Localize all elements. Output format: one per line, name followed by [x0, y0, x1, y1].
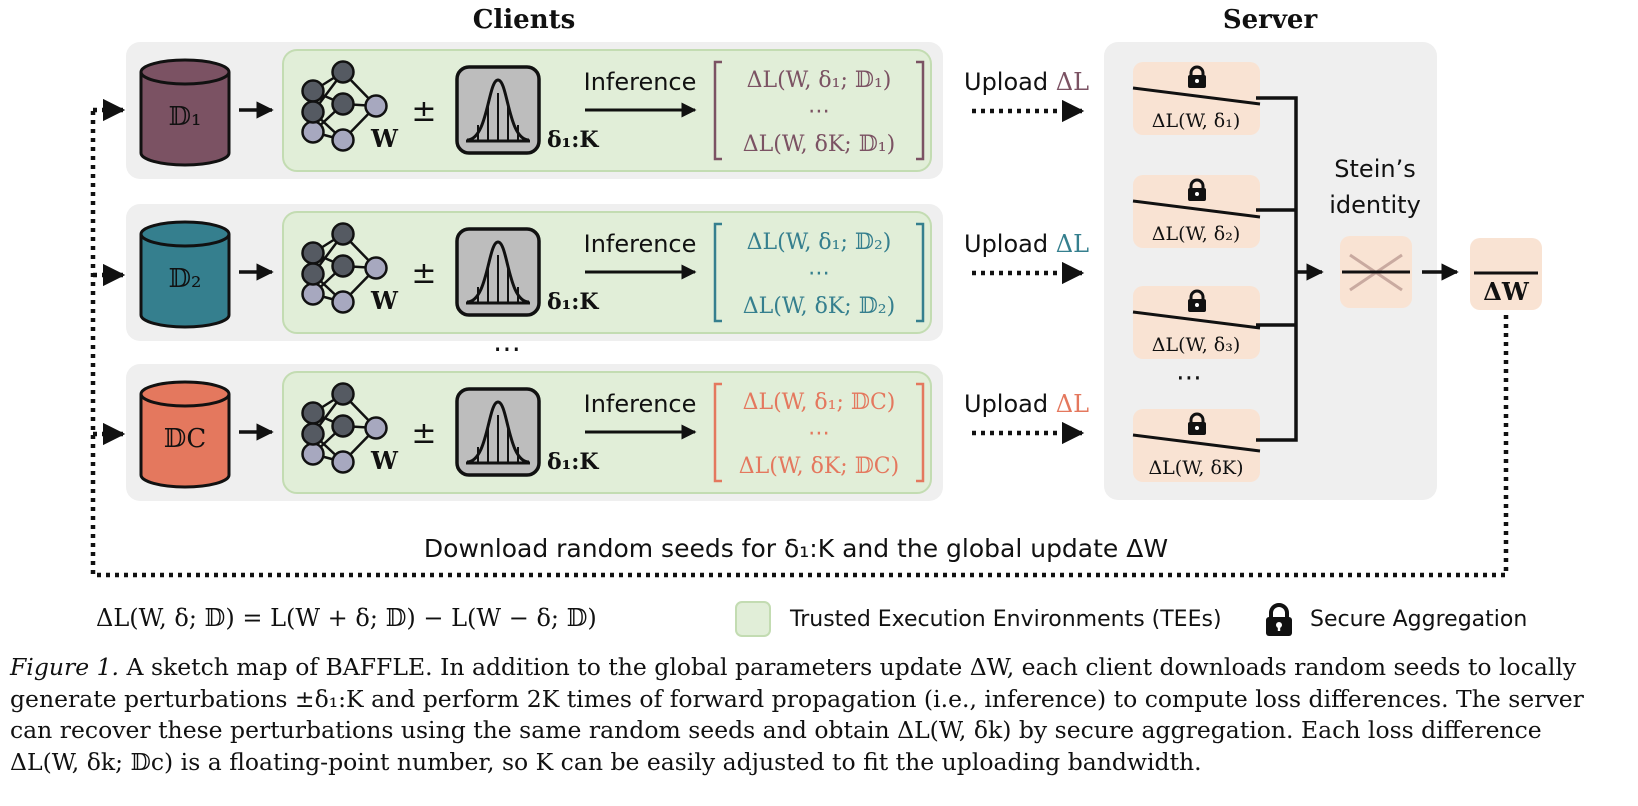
clients-header: Clients	[473, 5, 576, 35]
server-header: Server	[1223, 5, 1318, 35]
weight-label: W	[370, 446, 399, 475]
download-label: Download random seeds for δ₁:K and the g…	[424, 534, 1168, 563]
aggregate-label: ΔL(W, δ₂)	[1152, 223, 1241, 245]
perturbation-label: δ₁:K	[547, 127, 599, 153]
figure-caption: Figure 1. A sketch map of BAFFLE. In add…	[10, 652, 1630, 778]
legend-lock-label: Secure Aggregation	[1310, 607, 1527, 632]
inference-label: Inference	[584, 68, 697, 96]
vector-entry-last: ΔL(W, δK; 𝔻₁)	[743, 132, 895, 157]
upload-label: Upload ΔL	[964, 390, 1089, 418]
plus-minus-sign: ±	[411, 94, 436, 129]
vector-entry-last: ΔL(W, δK; 𝔻₂)	[743, 294, 895, 319]
aggregate-box: ΔL(W, δ₃)	[1132, 286, 1261, 359]
inference-label: Inference	[584, 390, 697, 418]
plus-minus-sign: ±	[411, 256, 436, 291]
vector-ellipsis: ⋯	[808, 99, 830, 124]
caption-line-2: generate perturbations ±δ₁:K and perform…	[10, 684, 1584, 713]
vector-bracket-left	[713, 382, 722, 483]
stein-label: Stein’s	[1334, 155, 1415, 183]
plus-minus-sign: ±	[411, 416, 436, 451]
stein-label-line2: identity	[1329, 191, 1421, 219]
vector-bracket-right	[916, 222, 925, 323]
aggregate-box: ΔL(W, δ₂)	[1132, 175, 1261, 248]
weight-label: W	[370, 286, 399, 315]
client-row: 𝔻₁ W ± δ₁:K Inference ΔL(W, δ₁; 𝔻₁) ⋯ ΔL(W, δK;…	[126, 42, 1089, 179]
weight-label: W	[370, 124, 399, 153]
lock-icon	[1188, 65, 1206, 88]
gaussian-distribution-icon	[455, 387, 541, 477]
caption-line-1: Figure 1. A sketch map of BAFFLE. In add…	[10, 652, 1630, 684]
database-label: 𝔻C	[164, 424, 206, 454]
server-ellipsis: ⋯	[1176, 363, 1202, 393]
vector-entry-first: ΔL(W, δ₁; 𝔻C)	[743, 390, 896, 415]
caption-line-3: can recover these perturbations using th…	[10, 716, 1542, 744]
download-loop	[90, 110, 1509, 578]
server-aggregates: ΔL(W, δ₁) ΔL(W, δ₂) ΔL(W, δ₃) ΔL(W, δK)	[1132, 62, 1261, 482]
database-label: 𝔻₂	[169, 264, 202, 294]
client-row: 𝔻₂ W ± δ₁:K Inference ΔL(W, δ₁; 𝔻₂) ⋯ ΔL(W, δK;…	[126, 204, 1089, 341]
vector-ellipsis: ⋯	[808, 421, 830, 446]
vector-ellipsis: ⋯	[808, 261, 830, 286]
legend-tee-swatch	[735, 601, 771, 637]
client-rows: 𝔻₁ W ± δ₁:K Inference ΔL(W, δ₁; 𝔻₁) ⋯ ΔL(W, δK;…	[126, 42, 1089, 501]
aggregate-box: ΔL(W, δ₁)	[1132, 62, 1261, 135]
vector-entry-first: ΔL(W, δ₁; 𝔻₁)	[747, 68, 892, 93]
lock-icon	[1266, 603, 1292, 636]
database-icon	[139, 220, 231, 329]
caption-label: Figure 1.	[10, 653, 120, 681]
vector-entry-last: ΔL(W, δK; 𝔻C)	[739, 454, 899, 479]
database-icon	[139, 58, 231, 167]
perturbation-label: δ₁:K	[547, 449, 599, 475]
upload-label: Upload ΔL	[964, 230, 1089, 258]
aggregate-label: ΔL(W, δ₃)	[1152, 334, 1241, 356]
vector-bracket-left	[713, 60, 722, 161]
legend-tee-label: Trusted Execution Environments (TEEs)	[789, 607, 1222, 632]
neural-network-icon	[301, 60, 388, 152]
vector-bracket-right	[916, 382, 925, 483]
caption-text-1: A sketch map of BAFFLE. In addition to t…	[126, 653, 1577, 681]
caption-line-4: ΔL(W, δk; 𝔻c) is a floating-point number…	[10, 747, 1202, 776]
inference-label: Inference	[584, 230, 697, 258]
aggregate-bracket	[1256, 96, 1298, 442]
perturbation-label: δ₁:K	[547, 289, 599, 315]
lock-icon	[1188, 289, 1206, 312]
database-label: 𝔻₁	[169, 102, 202, 132]
vector-bracket-left	[713, 222, 722, 323]
server-panel	[1104, 42, 1437, 500]
aggregate-label: ΔL(W, δK)	[1148, 457, 1243, 479]
lock-icon	[1188, 178, 1206, 201]
neural-network-icon	[301, 382, 388, 474]
aggregate-label: ΔL(W, δ₁)	[1152, 110, 1241, 132]
client-row: 𝔻C W ± δ₁:K Inference ΔL(W, δ₁; 𝔻C) ⋯ ΔL(W, δK;…	[126, 364, 1089, 501]
vector-bracket-right	[916, 60, 925, 161]
aggregate-box: ΔL(W, δK)	[1132, 409, 1261, 482]
database-icon	[139, 380, 231, 489]
vector-entry-first: ΔL(W, δ₁; 𝔻₂)	[747, 230, 892, 255]
gaussian-distribution-icon	[455, 227, 541, 317]
lock-icon	[1188, 412, 1206, 435]
output-delta-w: ΔW	[1483, 277, 1530, 306]
clients-ellipsis: ⋯	[493, 332, 521, 365]
legend-equation: ΔL(W, δ; 𝔻) = L(W + δ; 𝔻) − L(W − δ; 𝔻)	[96, 604, 597, 632]
neural-network-icon	[301, 222, 388, 314]
gaussian-distribution-icon	[455, 65, 541, 155]
upload-label: Upload ΔL	[964, 68, 1089, 96]
